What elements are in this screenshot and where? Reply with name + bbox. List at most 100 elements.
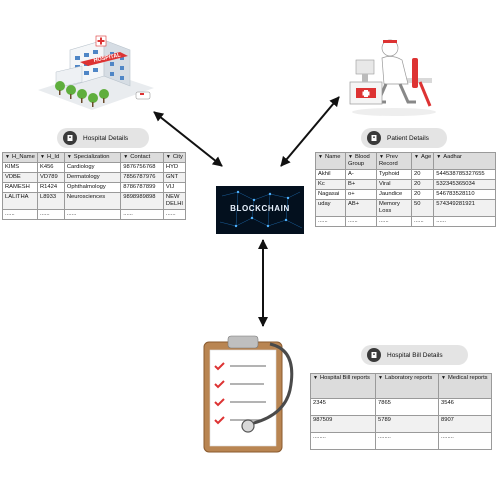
hospital-bill-details-label-text: Hospital Bill Details: [387, 351, 443, 359]
column-header-city: ▼City: [162, 152, 187, 163]
table-cell: ......: [162, 208, 187, 220]
table-cell: A-: [345, 168, 377, 180]
column-header-hospital-bill-reports: ▼Hospital Bill reports: [310, 373, 376, 399]
table-row: ..............................: [2, 208, 187, 220]
table-cell: NEW DELHI: [162, 191, 187, 210]
arrow-patient-blockchain: [280, 96, 340, 167]
table-cell: VIJ: [162, 181, 187, 193]
table-cell: 8786787899: [120, 181, 164, 193]
table-cell: B+: [345, 178, 377, 190]
table-row: ..............................: [315, 215, 496, 227]
table-cell: Neurosciences: [63, 191, 122, 210]
table-cell: ........: [375, 432, 439, 450]
hospital-details-label-text: Hospital Details: [83, 134, 129, 142]
table-cell: uday: [315, 198, 346, 217]
table-cell: Jaundice: [376, 188, 412, 200]
table-cell: ......: [433, 215, 496, 227]
hospital-details-label: Hospital Details: [57, 128, 149, 148]
arrow-hospital-blockchain: [153, 111, 223, 167]
table-cell: Akhil: [315, 168, 346, 180]
column-header-contact: ▼Contact: [120, 152, 164, 163]
table-cell: 8907: [438, 415, 492, 433]
column-header-laboratory-reports: ▼Laboratory reports: [375, 373, 439, 399]
table-cell: ......: [63, 208, 122, 220]
table-cell: ......: [410, 215, 435, 227]
table-cell: 544538785327655: [433, 168, 496, 180]
hospital-bill-table: ▼Hospital Bill reports ▼Laboratory repor…: [310, 373, 492, 450]
table-cell: 20: [410, 178, 435, 190]
blockchain-label: BLOCKCHAIN: [230, 204, 290, 213]
table-cell: 9876756768: [120, 161, 164, 173]
table-cell: Ophthalmology: [63, 181, 122, 193]
table-cell: VDBE: [2, 171, 38, 183]
table-cell: 987509: [310, 415, 376, 433]
clipboard-stethoscope-illustration: [203, 335, 294, 453]
table-cell: 5789: [375, 415, 439, 433]
table-cell: o+: [345, 188, 377, 200]
table-cell: VD789: [36, 171, 65, 183]
table-cell: 20: [410, 168, 435, 180]
column-header-name: ▼Name: [315, 152, 346, 170]
table-cell: 50: [410, 198, 435, 217]
table-cell: K456: [36, 161, 65, 173]
patient-details-label-text: Patient Details: [387, 134, 429, 142]
column-header-hid: ▼H_Id: [36, 152, 65, 163]
table-cell: 9898989898: [120, 191, 164, 210]
hospital-bill-details-label: Hospital Bill Details: [361, 345, 468, 365]
column-header-prev-record: ▼Prev Record: [376, 152, 412, 170]
document-icon: [63, 131, 77, 145]
column-header-hname: ▼H_Name: [2, 152, 38, 163]
table-cell: KIMS: [2, 161, 38, 173]
patient-details-table: ▼Name ▼Blood Group ▼Prev Record ▼Age ▼Aa…: [315, 152, 496, 227]
table-cell: 546783528110: [433, 188, 496, 200]
column-header-medical-reports: ▼Medical reports: [438, 373, 492, 399]
table-cell: Viral: [376, 178, 412, 190]
table-cell: R1424: [36, 181, 65, 193]
table-cell: 20: [410, 188, 435, 200]
doctor-illustration: [349, 39, 436, 116]
column-header-aadhar: ▼Aadhar: [433, 152, 496, 170]
table-cell: Cardiology: [63, 161, 122, 173]
table-cell: Nagasai: [315, 188, 346, 200]
table-cell: 3546: [438, 398, 492, 416]
table-cell: ......: [345, 215, 377, 227]
table-cell: 532345365034: [433, 178, 496, 190]
document-icon: [367, 131, 381, 145]
table-cell: ......: [376, 215, 412, 227]
hospital-details-table: ▼H_Name ▼H_Id ▼Specialization ▼Contact ▼…: [2, 152, 187, 220]
table-cell: 7856787976: [120, 171, 164, 183]
table-cell: Kc: [315, 178, 346, 190]
table-cell: ......: [2, 208, 38, 220]
svg-text:HOSPITAL: HOSPITAL: [93, 52, 122, 64]
table-cell: L8933: [36, 191, 65, 210]
table-cell: Typhoid: [376, 168, 412, 180]
table-cell: ......: [120, 208, 164, 220]
table-cell: 7865: [375, 398, 439, 416]
table-cell: ......: [36, 208, 65, 220]
network-graphic: [219, 190, 303, 229]
hospital-building-illustration: HOSPITAL: [38, 35, 154, 110]
table-cell: LALITHA: [2, 191, 38, 210]
table-cell: ........: [438, 432, 492, 450]
table-cell: 574349281921: [433, 198, 496, 217]
column-header-blood-group: ▼Blood Group: [345, 152, 377, 170]
document-icon: [367, 348, 381, 362]
table-cell: AB+: [345, 198, 377, 217]
column-header-age: ▼Age: [410, 152, 435, 170]
table-cell: Memory Loss: [376, 198, 412, 217]
table-cell: 2345: [310, 398, 376, 416]
table-cell: GNT: [162, 171, 187, 183]
table-cell: HYD: [162, 161, 187, 173]
table-cell: Dermatology: [63, 171, 122, 183]
table-cell: RAMESH: [2, 181, 38, 193]
